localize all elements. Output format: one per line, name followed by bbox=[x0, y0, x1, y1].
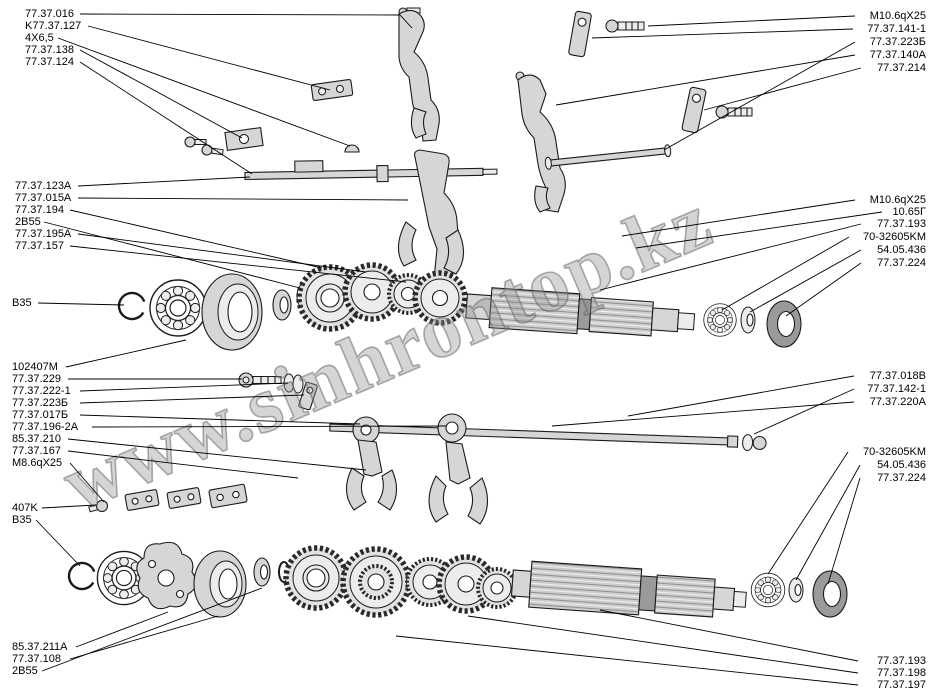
lock-bracket-1 bbox=[568, 10, 592, 58]
main-shaft-upper bbox=[465, 287, 696, 337]
leader-line bbox=[69, 245, 407, 283]
leader-line bbox=[77, 233, 367, 273]
upper-shaft-assembly bbox=[117, 262, 802, 351]
leader-line bbox=[721, 236, 850, 311]
detent-pin bbox=[344, 144, 360, 153]
leader-line bbox=[467, 615, 859, 674]
shift-fork-lower-a bbox=[345, 416, 398, 511]
bearing-housing-lower bbox=[193, 550, 247, 618]
leader-line bbox=[647, 15, 856, 27]
leader-line bbox=[753, 388, 855, 435]
gear-lower-1 bbox=[283, 545, 349, 611]
thrust-washer-lower bbox=[253, 557, 271, 587]
leader-line bbox=[69, 462, 105, 503]
shift-fork-center bbox=[397, 149, 465, 290]
shift-fork-top bbox=[398, 7, 440, 142]
leader-line bbox=[75, 611, 169, 648]
thrust-washer-upper bbox=[272, 289, 292, 321]
lower-shaft-assembly bbox=[67, 541, 848, 618]
k-bracket bbox=[310, 79, 354, 101]
leader-line bbox=[767, 451, 849, 575]
bolt-top-1 bbox=[605, 19, 645, 33]
shift-rail-top bbox=[244, 160, 498, 183]
screw-small-1 bbox=[184, 136, 207, 148]
leader-line bbox=[627, 375, 855, 417]
shift-rod-lower bbox=[329, 423, 767, 452]
leader-line bbox=[785, 262, 862, 317]
middle-shift-mechanism bbox=[88, 372, 767, 525]
shift-fork-lower-b bbox=[428, 413, 489, 525]
leader-line bbox=[57, 37, 351, 147]
screw-small-2 bbox=[201, 144, 224, 156]
leader-line bbox=[749, 249, 862, 313]
leader-line bbox=[621, 199, 856, 237]
leader-line bbox=[79, 414, 361, 425]
shift-fork-right bbox=[515, 71, 566, 213]
leader-line bbox=[77, 197, 409, 201]
bearing-housing-upper bbox=[201, 273, 263, 351]
leader-line bbox=[65, 339, 187, 368]
lock-plate-1 bbox=[124, 489, 160, 511]
snap-ring-lower bbox=[67, 561, 97, 591]
lock-plate-3 bbox=[208, 483, 248, 509]
leader-line bbox=[79, 61, 253, 175]
ball-bearing-upper bbox=[149, 279, 207, 337]
seal-ring-upper bbox=[766, 300, 802, 348]
ball-bearing-lower-small bbox=[750, 572, 786, 608]
retainer-plate bbox=[136, 541, 197, 610]
leader-line bbox=[551, 401, 855, 427]
leader-line bbox=[591, 28, 854, 39]
snap-ring-upper bbox=[117, 291, 147, 321]
gear-upper-3 bbox=[412, 270, 468, 326]
leader-line bbox=[79, 49, 243, 139]
leader-line bbox=[79, 394, 305, 404]
leader-line bbox=[69, 615, 219, 660]
leader-line bbox=[79, 13, 413, 29]
screw-407k bbox=[88, 499, 109, 513]
leader-line bbox=[599, 609, 859, 662]
top-shift-mechanism bbox=[184, 7, 753, 290]
washer-pair-middle bbox=[283, 373, 304, 394]
main-shaft-lower bbox=[510, 560, 747, 618]
leader-line bbox=[635, 211, 883, 249]
leader-line bbox=[67, 438, 367, 471]
leader-line bbox=[703, 67, 862, 111]
gear-upper-2 bbox=[342, 262, 402, 322]
lock-plate-2 bbox=[166, 487, 202, 509]
leader-line bbox=[795, 464, 861, 581]
guide-block bbox=[224, 126, 264, 152]
leader-line bbox=[41, 587, 263, 672]
leader-line bbox=[91, 425, 447, 428]
leader-lines bbox=[35, 13, 883, 686]
leader-line bbox=[827, 477, 861, 585]
leader-line bbox=[67, 450, 299, 479]
leader-line bbox=[43, 221, 301, 289]
leader-line bbox=[77, 176, 251, 187]
seal-ring-lower bbox=[812, 570, 848, 618]
bolt-middle bbox=[238, 372, 282, 388]
leader-line bbox=[41, 504, 97, 509]
leader-line bbox=[69, 209, 323, 269]
leader-line bbox=[555, 54, 856, 106]
leader-line bbox=[79, 382, 289, 392]
shift-rod-short bbox=[544, 144, 672, 170]
lock-bracket-2 bbox=[681, 86, 707, 134]
gear-lower-2 bbox=[340, 546, 412, 618]
leader-line bbox=[599, 223, 862, 291]
spacer-ring-upper bbox=[740, 306, 756, 334]
spacer-ring-lower bbox=[788, 577, 804, 603]
leader-line bbox=[37, 302, 125, 306]
lock-plate-middle bbox=[298, 381, 318, 411]
leader-line bbox=[395, 635, 859, 686]
leader-line bbox=[35, 519, 81, 567]
bolt-top-2 bbox=[715, 105, 753, 119]
ball-bearing-upper-small bbox=[703, 303, 737, 337]
gear-lower-4 bbox=[476, 567, 518, 609]
leader-line bbox=[87, 25, 331, 91]
